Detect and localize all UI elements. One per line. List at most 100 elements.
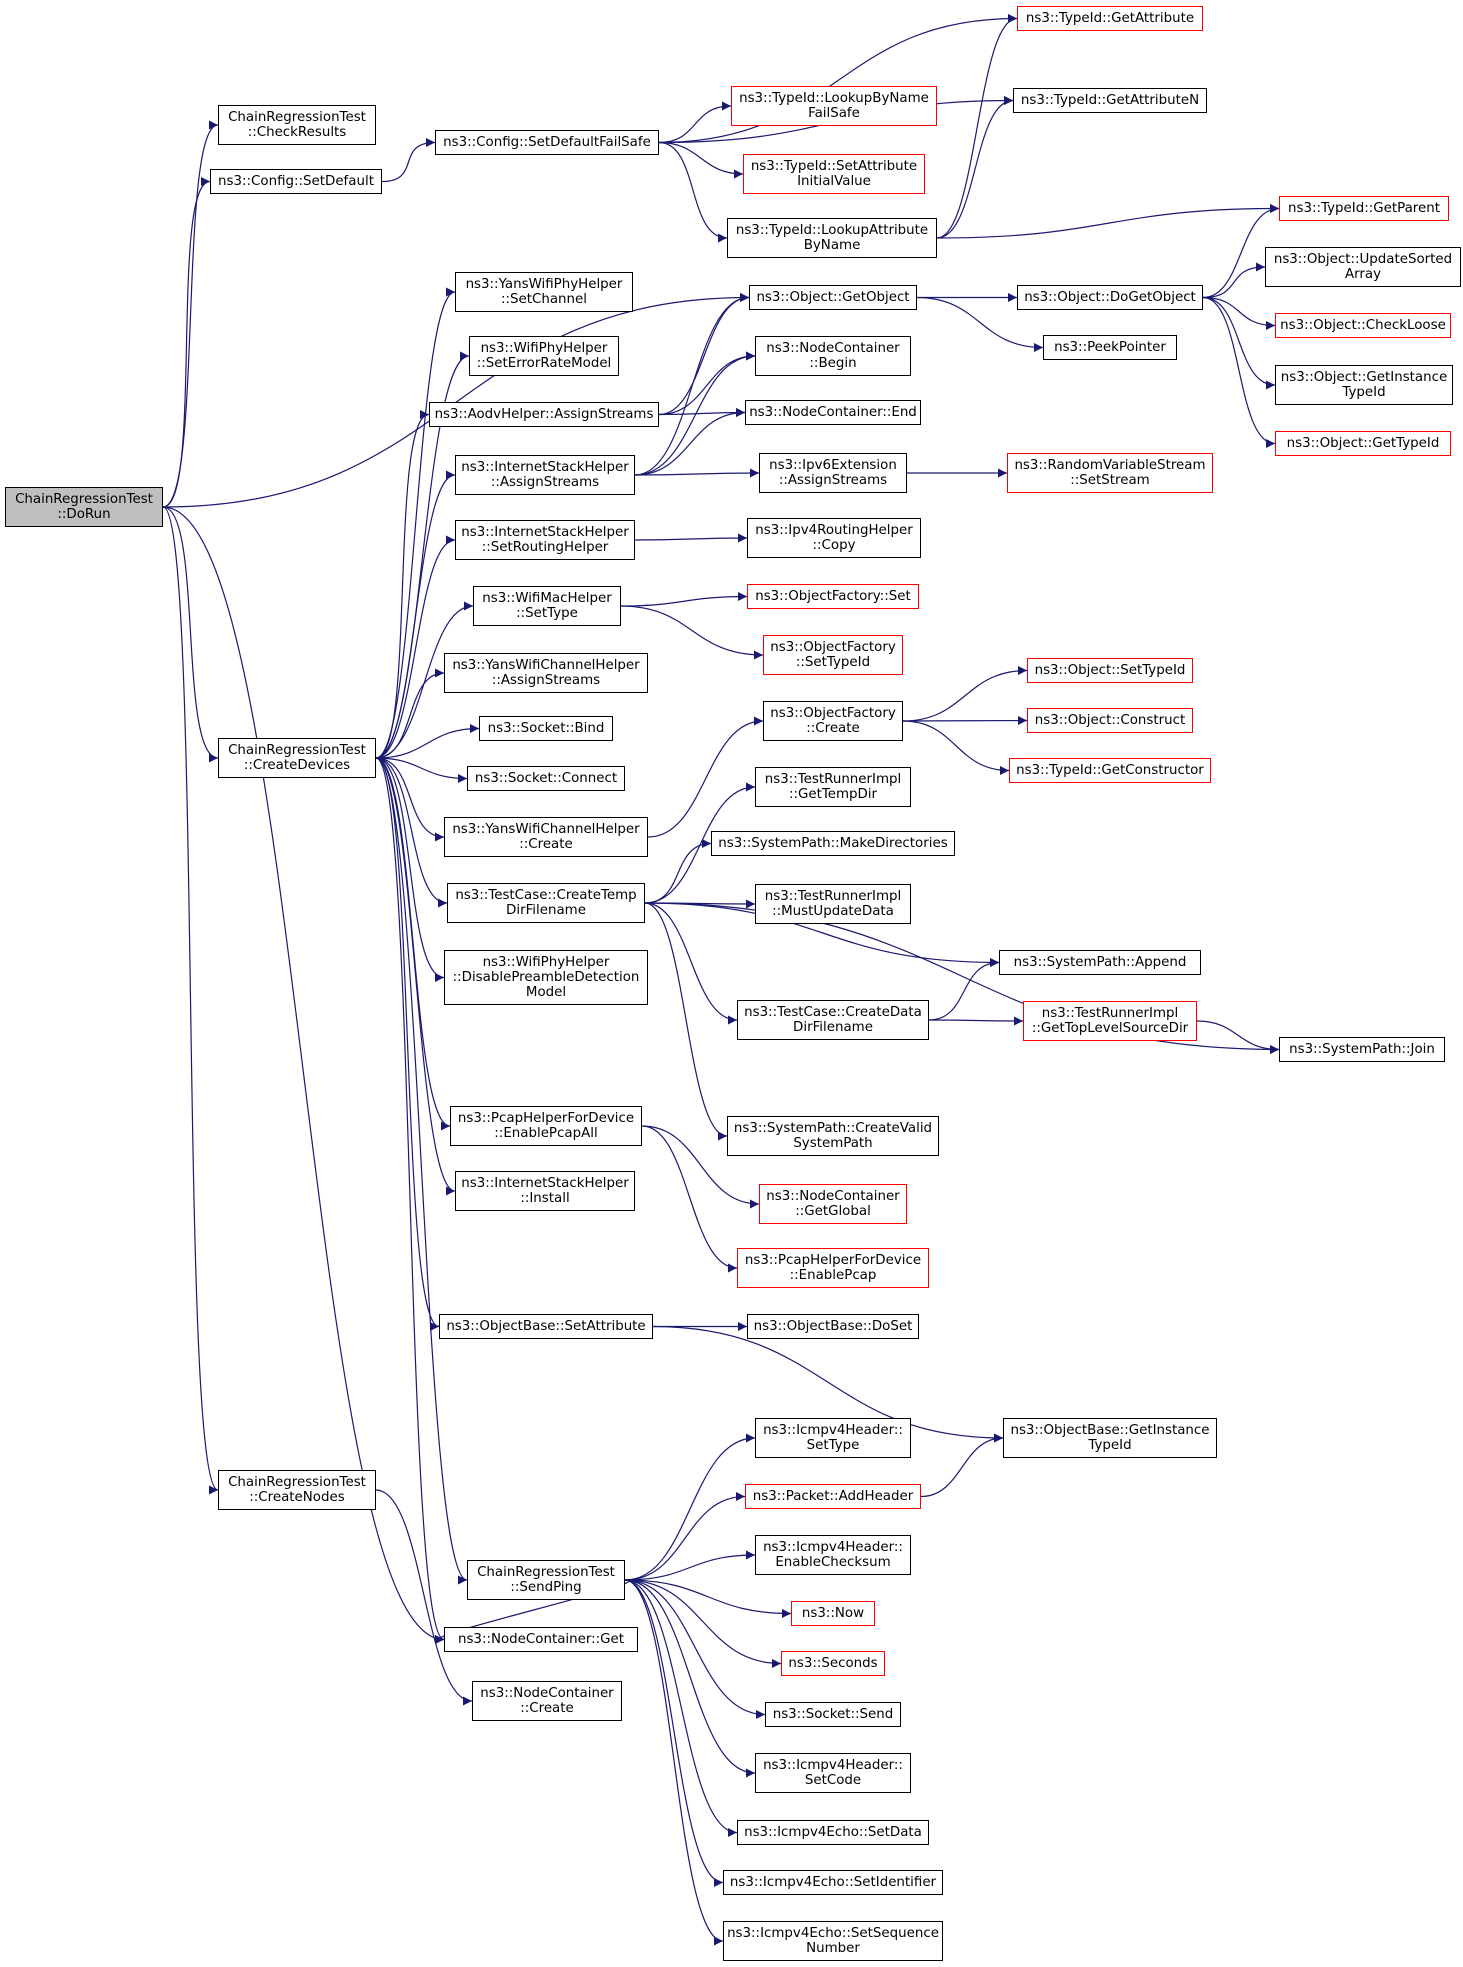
edge-setdefaultfailsafe-to-typeid_lookupbyname (658, 101, 732, 144)
edge-createdevices-to-nc_get (375, 757, 445, 1644)
node-testrunner-gettoplevel[interactable]: ns3::TestRunnerImpl::GetTopLevelSourceDi… (1023, 1001, 1197, 1041)
node-ipv6ext-assign[interactable]: ns3::Ipv6Extension::AssignStreams (759, 453, 907, 493)
node-objfactory-create[interactable]: ns3::ObjectFactory::Create (763, 701, 903, 741)
node-socket-connect[interactable]: ns3::Socket::Connect (467, 766, 625, 791)
node-enablepcapall[interactable]: ns3::PcapHelperForDevice::EnablePcapAll (450, 1106, 642, 1146)
node-nc-create[interactable]: ns3::NodeContainer::Create (472, 1681, 622, 1721)
node-label-line: Array (1344, 267, 1382, 282)
node-label-line: ns3::ObjectFactory::Set (755, 589, 911, 604)
node-objbase-setattr[interactable]: ns3::ObjectBase::SetAttribute (439, 1314, 653, 1339)
node-label-line: ::Begin (809, 356, 857, 371)
node-label-line: ns3::TypeId::LookupAttribute (735, 223, 929, 238)
edge-enablepcapall-to-nc_getglobal (641, 1125, 760, 1209)
node-yanschannel-create[interactable]: ns3::YansWifiChannelHelper::Create (444, 817, 648, 857)
node-objfactory-settypeid[interactable]: ns3::ObjectFactory::SetTypeId (763, 635, 903, 675)
node-objbase-doset[interactable]: ns3::ObjectBase::DoSet (747, 1314, 919, 1339)
node-testrunner-mustupdate[interactable]: ns3::TestRunnerImpl::MustUpdateData (755, 884, 911, 924)
node-nc-begin[interactable]: ns3::NodeContainer::Begin (755, 336, 911, 376)
node-socket-send[interactable]: ns3::Socket::Send (765, 1702, 901, 1727)
node-label-line: ns3::ObjectBase::SetAttribute (446, 1319, 646, 1334)
node-obj-construct[interactable]: ns3::Object::Construct (1027, 708, 1193, 733)
node-label-line: ::DisablePreambleDetection (452, 970, 640, 985)
node-label-line: EnableChecksum (775, 1555, 891, 1570)
edge-createdevices-to-inet_setrouting (375, 535, 456, 759)
node-wifimac-settype[interactable]: ns3::WifiMacHelper::SetType (473, 586, 621, 626)
node-aodv-assignstreams[interactable]: ns3::AodvHelper::AssignStreams (429, 402, 659, 427)
node-syspath-append[interactable]: ns3::SystemPath::Append (999, 950, 1201, 975)
node-disablepreamble[interactable]: ns3::WifiPhyHelper::DisablePreambleDetec… (444, 950, 648, 1005)
edge-createdevices-to-socket_bind (375, 724, 480, 759)
node-syspath-join[interactable]: ns3::SystemPath::Join (1279, 1037, 1445, 1062)
node-echo-setid[interactable]: ns3::Icmpv4Echo::SetIdentifier (723, 1870, 943, 1895)
node-now[interactable]: ns3::Now (791, 1601, 875, 1626)
node-label-line: ns3::TypeId::LookupByName (739, 91, 929, 106)
node-createnodes[interactable]: ChainRegressionTest::CreateNodes (218, 1470, 376, 1510)
node-label-line: ns3::Object::DoGetObject (1024, 290, 1196, 305)
node-label-line: ::CreateNodes (249, 1490, 345, 1505)
node-objfactory-set[interactable]: ns3::ObjectFactory::Set (747, 584, 919, 609)
node-inet-install[interactable]: ns3::InternetStackHelper::Install (455, 1171, 635, 1211)
node-obj-gettypeid[interactable]: ns3::Object::GetTypeId (1275, 431, 1451, 456)
edge-sendping-to-echo_setdata (624, 1579, 738, 1837)
node-config-setdefault[interactable]: ns3::Config::SetDefault (210, 169, 382, 194)
node-label-line: ns3::SystemPath::Join (1289, 1042, 1435, 1057)
node-packet-addheader[interactable]: ns3::Packet::AddHeader (745, 1484, 921, 1509)
node-yanschannel-assign[interactable]: ns3::YansWifiChannelHelper::AssignStream… (444, 653, 648, 693)
node-syspath-makedirs[interactable]: ns3::SystemPath::MakeDirectories (711, 831, 955, 856)
node-label-line: ns3::Socket::Connect (474, 771, 618, 786)
node-obj-settypeid[interactable]: ns3::Object::SetTypeId (1027, 658, 1193, 683)
node-createdevices[interactable]: ChainRegressionTest::CreateDevices (218, 738, 376, 778)
node-peekpointer[interactable]: ns3::PeekPointer (1043, 335, 1177, 360)
edge-obj_dogetobject-to-typeid_getparent (1202, 204, 1280, 299)
node-sendping[interactable]: ChainRegressionTest::SendPing (467, 1560, 625, 1600)
node-obj-dogetobject[interactable]: ns3::Object::DoGetObject (1017, 285, 1203, 310)
node-label-line: ::GetGlobal (795, 1204, 871, 1219)
node-typeid-getconstructor[interactable]: ns3::TypeId::GetConstructor (1009, 758, 1211, 783)
node-nc-getglobal[interactable]: ns3::NodeContainer::GetGlobal (759, 1184, 907, 1224)
node-wifiphy-seterrorrate[interactable]: ns3::WifiPhyHelper::SetErrorRateModel (469, 336, 619, 376)
node-nc-end[interactable]: ns3::NodeContainer::End (745, 400, 921, 425)
node-typeid-getattr[interactable]: ns3::TypeId::GetAttribute (1017, 6, 1203, 31)
node-obj-checkloose[interactable]: ns3::Object::CheckLoose (1275, 313, 1451, 338)
node-label-line: ns3::Socket::Bind (487, 721, 605, 736)
node-typeid-getattrn[interactable]: ns3::TypeId::GetAttributeN (1013, 88, 1207, 113)
node-inet-setrouting[interactable]: ns3::InternetStackHelper::SetRoutingHelp… (455, 520, 635, 560)
node-randomvar-setstream[interactable]: ns3::RandomVariableStream::SetStream (1007, 453, 1213, 493)
node-seconds[interactable]: ns3::Seconds (781, 1651, 885, 1676)
node-pcap-enablepcap[interactable]: ns3::PcapHelperForDevice::EnablePcap (737, 1248, 929, 1288)
node-testrunner-gettempdir[interactable]: ns3::TestRunnerImpl::GetTempDir (755, 767, 911, 807)
node-label-line: ns3::NodeContainer (766, 341, 900, 356)
node-inet-assignstreams[interactable]: ns3::InternetStackHelper::AssignStreams (455, 455, 635, 495)
edge-createtempdir-to-syspath_makedirs (644, 839, 712, 904)
node-label-line: ns3::Object::UpdateSorted (1273, 252, 1453, 267)
node-label-line: ::MustUpdateData (772, 904, 894, 919)
node-label-line: DirFilename (793, 1020, 873, 1035)
node-label-line: ::Install (520, 1191, 570, 1206)
node-socket-bind[interactable]: ns3::Socket::Bind (479, 716, 613, 741)
node-setdefaultfailsafe[interactable]: ns3::Config::SetDefaultFailSafe (435, 130, 659, 155)
node-icmp-enablechecksum[interactable]: ns3::Icmpv4Header::EnableChecksum (755, 1535, 911, 1575)
edge-createdevices-to-yanschannel_assign (375, 668, 445, 759)
node-echo-setdata[interactable]: ns3::Icmpv4Echo::SetData (737, 1820, 929, 1845)
node-ipv4routing-copy[interactable]: ns3::Ipv4RoutingHelper::Copy (747, 518, 921, 558)
node-checkresults[interactable]: ChainRegressionTest::CheckResults (218, 105, 376, 145)
node-typeid-getparent[interactable]: ns3::TypeId::GetParent (1279, 196, 1449, 221)
node-obj-getobject[interactable]: ns3::Object::GetObject (749, 285, 917, 310)
node-yans-setchannel[interactable]: ns3::YansWifiPhyHelper::SetChannel (455, 272, 633, 312)
edge-createdevices-to-disablepreamble (375, 757, 445, 982)
node-icmp-settype[interactable]: ns3::Icmpv4Header::SetType (755, 1418, 911, 1458)
node-icmp-setcode[interactable]: ns3::Icmpv4Header::SetCode (755, 1753, 911, 1793)
node-label-line: ns3::InternetStackHelper (461, 1176, 629, 1191)
edge-typeid_lookupattr-to-typeid_getattr (936, 14, 1018, 239)
node-nc-get[interactable]: ns3::NodeContainer::Get (444, 1627, 638, 1652)
